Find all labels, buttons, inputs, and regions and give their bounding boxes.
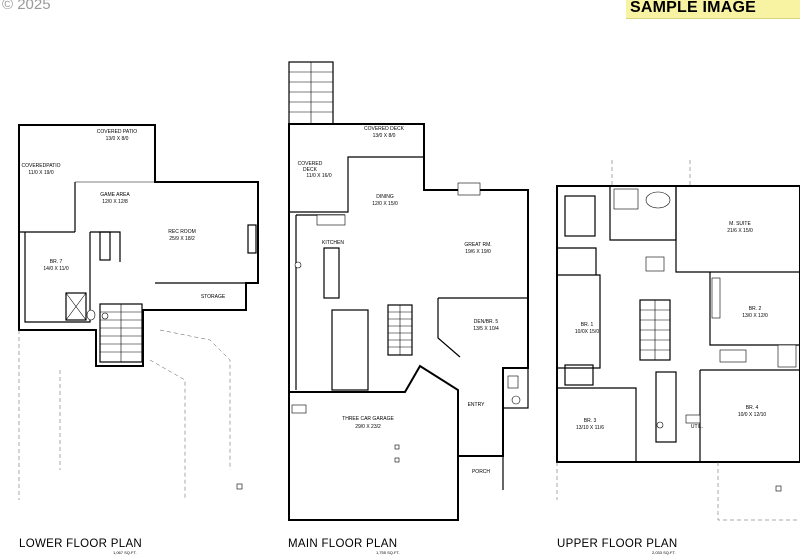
room-label: STORAGE (201, 294, 226, 300)
main-floor-sqft: 1,755 SQ.FT. (376, 550, 400, 555)
room-dimension: 12/0 X 12/8 (102, 199, 128, 205)
room-dimension: 21/6 X 15/0 (727, 228, 753, 234)
room-label: GAME AREA (100, 192, 130, 198)
lower-floor-plan: COVERED PATIO 13/0 X 8/0 COVEREDPATIO 11… (18, 124, 259, 500)
main-floor-plan-title: MAIN FLOOR PLAN (288, 538, 398, 550)
room-label: BR. 7 (50, 259, 63, 265)
room-dimension: 12/0 X 15/0 (372, 201, 398, 207)
room-label: REC ROOM (168, 229, 196, 235)
room-label: COVEREDPATIO (22, 163, 61, 169)
room-label: BR. 2 (749, 306, 762, 312)
lower-floor-sqft: 1,067 SQ.FT. (113, 550, 137, 555)
room-dimension: 14/0 X 11/0 (43, 266, 68, 272)
room-label: COVERED PATIO (97, 129, 137, 135)
room-label: BR. 3 (584, 418, 597, 424)
upper-floor-plan: M. SUITE 21/6 X 15/0 BR. 1 10/0X 15/0 BR… (556, 160, 800, 521)
room-dimension: 13/0 X 8/0 (106, 136, 129, 142)
room-dimension: 10/0X 15/0 (575, 329, 599, 335)
room-label: GREAT RM. (464, 242, 491, 248)
main-floor-plan: COVERED DECK 13/0 X 8/0 COVERED DECK 11/… (288, 61, 529, 521)
room-label: THREE CAR GARAGE (342, 416, 394, 422)
room-dimension: 25/9 X 18/2 (169, 236, 195, 242)
room-label: KITCHEN (322, 240, 344, 246)
room-dimension: 13/0 X 8/0 (373, 133, 396, 139)
sample-image-watermark: SAMPLE IMAGE (626, 0, 800, 19)
upper-floor-sqft: 2,033 SQ.FT. (652, 550, 676, 555)
room-label: DINING (376, 194, 394, 200)
room-label: M. SUITE (729, 221, 751, 227)
room-label: PORCH (472, 469, 490, 475)
room-dimension: 11/0 X 16/0 (306, 173, 331, 179)
room-dimension: 19/6 X 19/0 (465, 249, 491, 255)
room-dimension: 13/5 X 10/4 (473, 326, 499, 332)
upper-floor-plan-title: UPPER FLOOR PLAN (557, 538, 678, 550)
room-dimension: 13/0 X 12/0 (742, 313, 768, 319)
room-dimension: 11/0 X 19/0 (28, 170, 53, 176)
room-dimension: 13/10 X 11/6 (576, 425, 604, 431)
room-label: ENTRY (468, 402, 486, 408)
room-label: COVERED DECK (364, 126, 405, 132)
lower-floor-plan-title: LOWER FLOOR PLAN (19, 538, 143, 550)
room-dimension: 29/0 X 23/2 (355, 424, 381, 430)
room-label: DEN/BR. 5 (474, 319, 499, 325)
copyright-notice: © 2025 (2, 0, 51, 13)
room-label: COVERED (298, 161, 323, 167)
room-label: UTIL. (691, 424, 703, 430)
room-label: BR. 1 (581, 322, 594, 328)
room-label: DECK (303, 167, 318, 173)
room-label: BR. 4 (746, 405, 759, 411)
room-dimension: 10/0 X 12/10 (738, 412, 767, 418)
